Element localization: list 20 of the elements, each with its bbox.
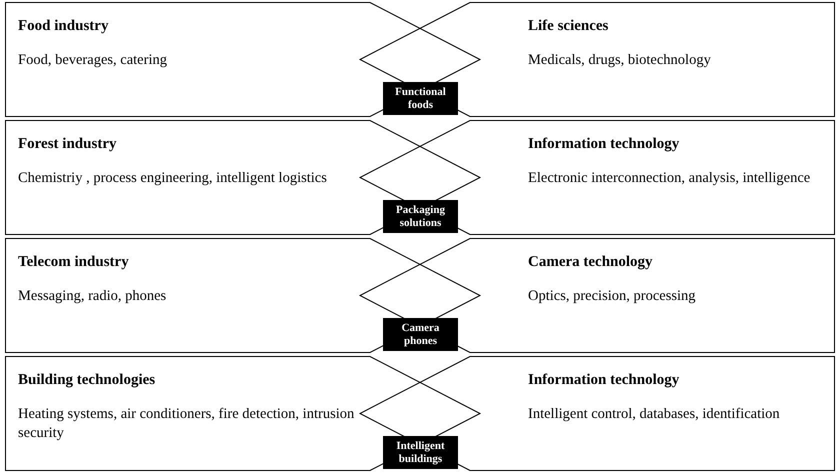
label-tag: Packaging solutions <box>383 200 458 233</box>
panel-description: Chemistriy , process engineering, intelligent logistics <box>18 169 328 188</box>
panel-heading: Camera technology <box>528 254 653 271</box>
label-tag: Camera phones <box>383 318 458 351</box>
panel-description: Medicals, drugs, biotechnology <box>528 51 712 70</box>
panel-description: Heating systems, air conditioners, fire detection, intrusion security <box>18 405 356 443</box>
panel-heading: Food industry <box>18 18 108 35</box>
panel-description: Optics, precision, processing <box>528 287 697 306</box>
panel-description: Food, beverages, catering <box>18 51 168 70</box>
panel-description: Intelligent control, databases, identification <box>528 405 781 424</box>
label-tag: Functional foods <box>383 82 458 115</box>
panel-heading: Building technologies <box>18 372 156 389</box>
panel-heading: Telecom industry <box>18 254 129 271</box>
panel-description: Messaging, radio, phones <box>18 287 168 306</box>
panel-heading: Forest industry <box>18 136 116 153</box>
panel-heading: Information technology <box>528 136 680 153</box>
panel-description: Electronic interconnection, analysis, intelligence <box>528 169 812 188</box>
panel-heading: Information technology <box>528 372 680 389</box>
label-tag: Intelligent buildings <box>383 436 458 469</box>
panel-heading: Life sciences <box>528 18 608 35</box>
